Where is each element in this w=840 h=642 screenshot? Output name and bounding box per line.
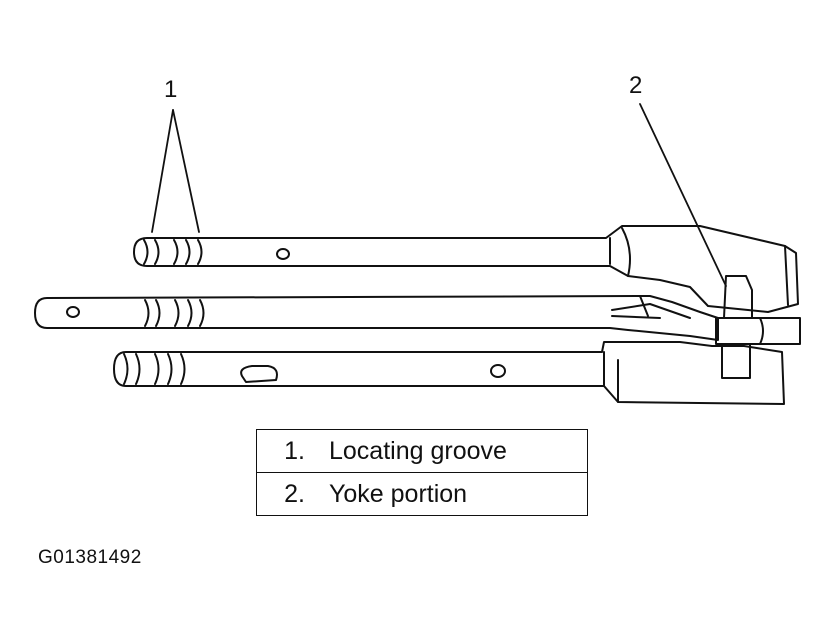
rod-hole-top	[276, 248, 290, 260]
locating-groove-top-c	[173, 239, 179, 265]
legend-number: 1.	[284, 436, 305, 465]
locating-groove-bot-b	[135, 353, 141, 385]
legend-row: 2. Yoke portion	[256, 472, 588, 516]
legend-label: Yoke portion	[329, 479, 468, 508]
locating-groove-mid-a	[144, 299, 150, 327]
legend-row: 1. Locating groove	[256, 429, 588, 473]
locating-groove-top-e	[197, 239, 203, 265]
legend-table: 1. Locating groove 2. Yoke portion	[256, 429, 588, 516]
legend-number: 2.	[284, 479, 305, 508]
shift-rod-top	[133, 225, 799, 313]
yoke-block	[715, 275, 801, 379]
callout-1-leaders	[151, 109, 200, 233]
rod-hole-bottom	[490, 364, 506, 378]
locating-groove-top-b	[154, 239, 160, 265]
locating-groove-bot-d	[167, 353, 173, 385]
shift-rod-middle	[34, 295, 719, 341]
rod-slot-bottom	[240, 365, 278, 383]
callout-label-1: 1	[164, 76, 178, 103]
callout-label-2: 2	[629, 72, 643, 99]
locating-groove-top-a	[143, 239, 149, 265]
locating-groove-mid-e	[199, 299, 205, 327]
shift-rod-bottom	[113, 341, 785, 405]
locating-groove-top-d	[185, 239, 191, 265]
locating-groove-bot-c	[154, 353, 160, 385]
locating-groove-mid-d	[187, 299, 193, 327]
locating-groove-bot-a	[123, 353, 129, 385]
locating-groove-mid-c	[174, 299, 180, 327]
rod-hole-middle	[66, 306, 80, 318]
figure-id: G01381492	[38, 547, 142, 568]
locating-groove-bot-e	[180, 353, 186, 385]
callout-2-leader	[639, 103, 727, 287]
locating-groove-mid-b	[155, 299, 161, 327]
legend-label: Locating groove	[329, 436, 507, 465]
